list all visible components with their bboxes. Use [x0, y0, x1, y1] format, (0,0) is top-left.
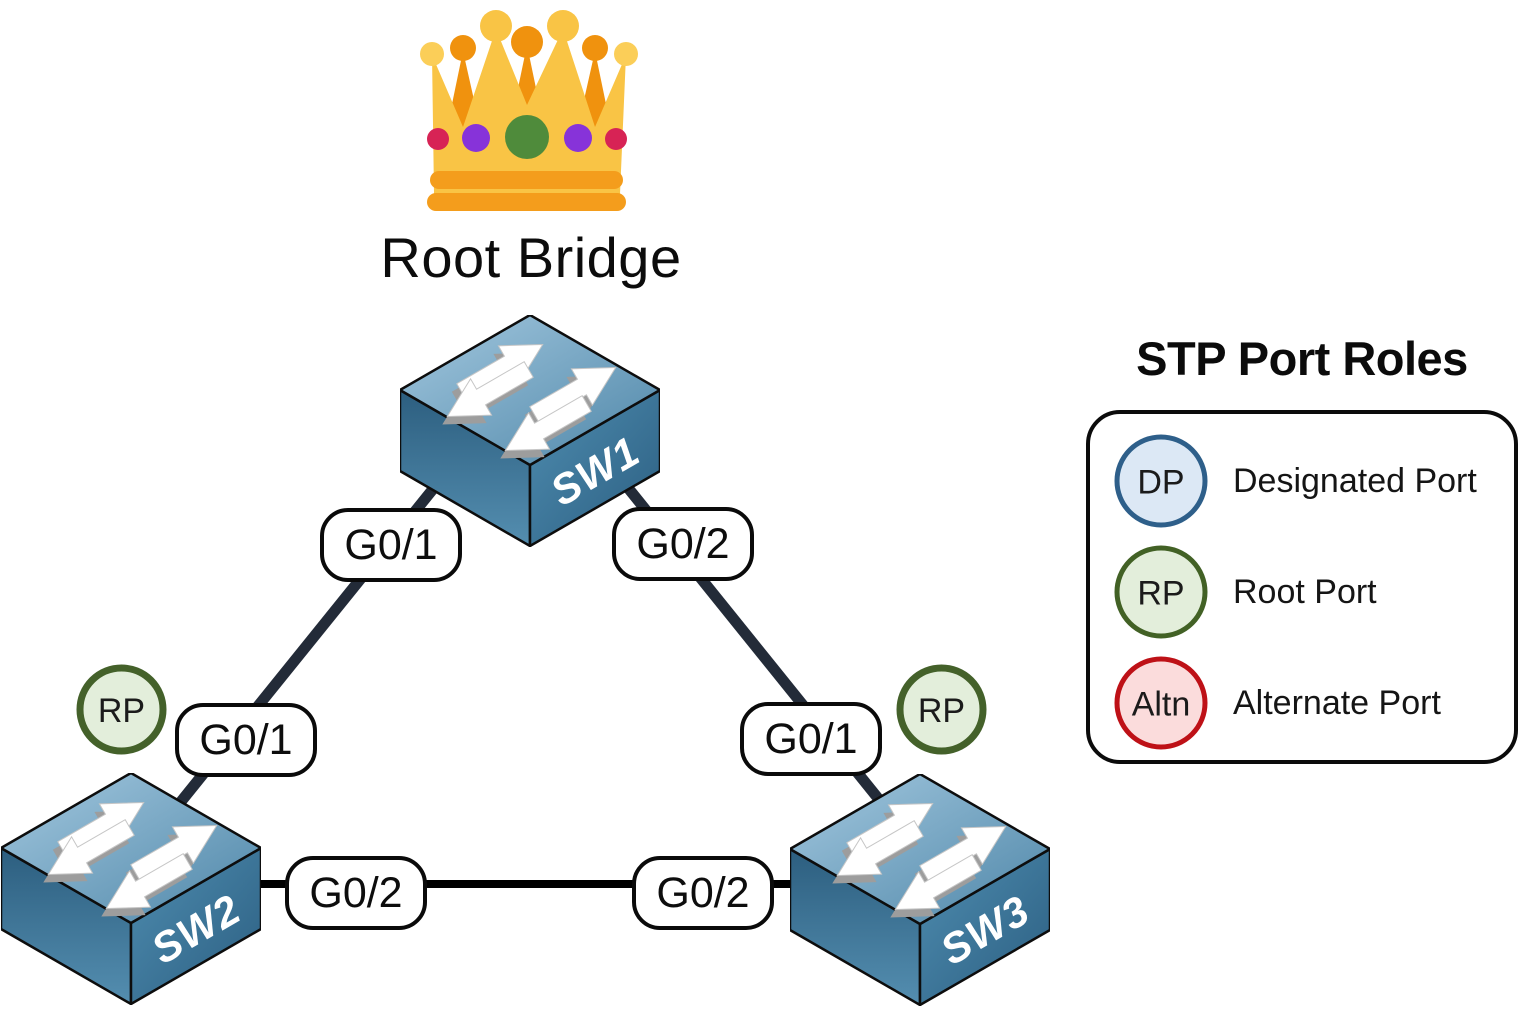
badge-label: RP — [98, 692, 145, 730]
port-label-sw3-g02: G0/2 — [632, 856, 774, 930]
legend-abbr: RP — [1137, 575, 1184, 613]
port-role-badge-sw3-rp: RP — [896, 664, 987, 755]
legend-item-rp: RP Root Port — [1113, 544, 1514, 640]
badge-circle — [896, 664, 987, 755]
legend-circle — [1114, 545, 1208, 639]
switch-icon: SW1 — [398, 313, 662, 548]
port-label-sw1-g02: G0/2 — [612, 507, 754, 581]
legend-label-altn: Alternate Port — [1233, 683, 1441, 722]
port-label-sw2-g02: G0/2 — [285, 856, 427, 930]
switch-sw1: SW1 — [398, 313, 662, 548]
root-bridge-label: Root Bridge — [380, 226, 682, 289]
crown-icon — [420, 10, 638, 211]
port-label-sw2-g01: G0/1 — [175, 703, 317, 777]
legend-circle-altn: Altn — [1114, 656, 1208, 750]
port-role-badge-sw2-rp: RP — [76, 664, 167, 755]
port-label-sw3-g01: G0/1 — [740, 702, 882, 776]
legend-box: DP Designated Port RP Root Port Altn Alt… — [1086, 410, 1518, 764]
legend-circle — [1114, 656, 1208, 750]
legend-label-dp: Designated Port — [1233, 461, 1477, 500]
badge-circle — [76, 664, 167, 755]
legend-circle-rp: RP — [1114, 545, 1208, 639]
switch-icon: SW2 — [0, 771, 263, 1006]
badge-label: RP — [918, 692, 965, 730]
switch-sw2: SW2 — [0, 771, 263, 1006]
switch-sw3: SW3 — [788, 772, 1052, 1007]
legend-item-dp: DP Designated Port — [1113, 433, 1514, 529]
legend-label-rp: Root Port — [1233, 572, 1377, 611]
legend-item-altn: Altn Alternate Port — [1113, 655, 1514, 751]
legend-abbr: DP — [1137, 464, 1184, 502]
legend-circle-dp: DP — [1114, 434, 1208, 528]
legend-title: STP Port Roles — [1136, 332, 1468, 385]
legend-circle — [1114, 434, 1208, 528]
legend-abbr: Altn — [1132, 686, 1191, 724]
port-label-sw1-g01: G0/1 — [320, 508, 462, 582]
switch-icon: SW3 — [788, 772, 1052, 1007]
